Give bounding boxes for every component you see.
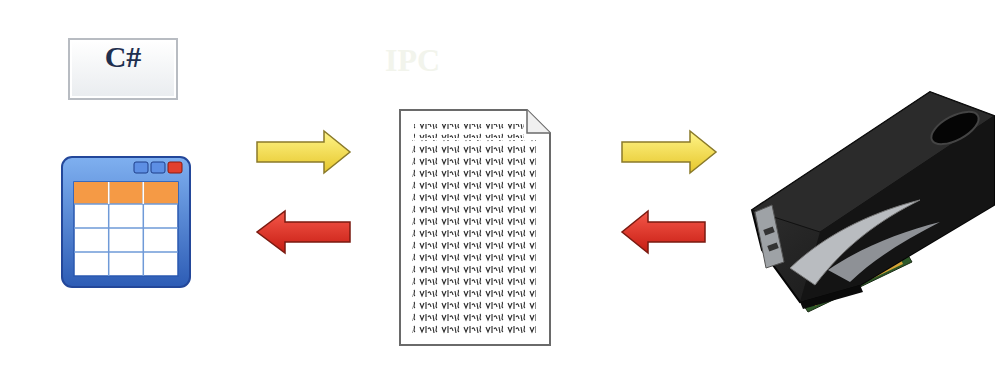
document-sheet-part [414,124,524,138]
table-window-icon-part [168,162,182,173]
table-window-icon-part [151,162,165,173]
table-window-icon-part [109,182,144,204]
graphics-card-part [752,92,994,302]
gpu-arrows-part [622,131,716,173]
table-window-icon-part [74,182,178,276]
document-sheet-part [412,140,536,336]
document-sheet-part [400,110,550,345]
database-cylinder: C# [10,8,242,377]
flow-arrow [257,211,350,253]
table-window-icon-part [134,162,148,173]
graphics-card-part [763,226,774,235]
panel-title: IPC [365,20,440,79]
graphics-card-part [767,242,778,251]
document-sheet [400,110,550,345]
table-window-icon [62,157,190,287]
gpu-arrows [622,131,716,253]
cylinder-body [14,62,238,373]
language-label: C# [68,38,178,100]
graphics-card-part [800,285,863,309]
cylinder-top [14,12,238,112]
table-window-icon-part [62,157,190,287]
table-window-icon-part [74,182,178,276]
graphics-card-part [755,205,784,268]
table-window-icon-part [74,182,178,204]
gpu-arrows-part [622,211,705,253]
graphics-card-part [926,105,983,151]
ipc-panel: IPC [365,20,587,379]
graphics-card-part [828,222,940,282]
flow-arrow [257,131,350,173]
graphics-card [752,92,994,312]
document-sheet-part [527,110,550,133]
